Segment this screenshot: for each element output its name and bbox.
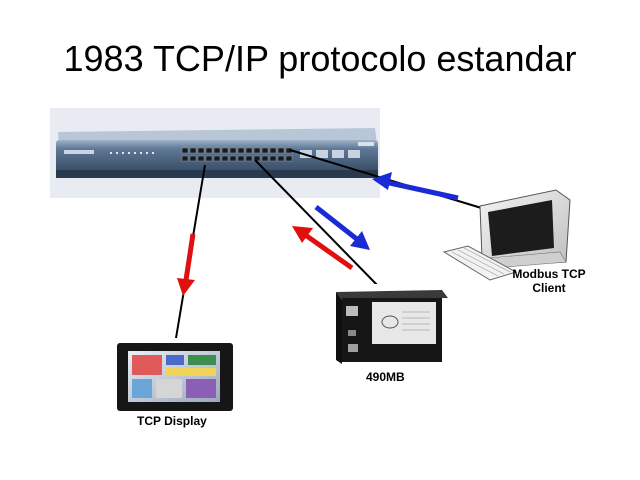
- blue-arrow-client: [372, 172, 459, 201]
- gateway-label: 490MB: [366, 370, 405, 384]
- gateway-box-icon: [330, 284, 452, 372]
- red-arrow-display: [177, 233, 196, 296]
- client-label-line1: Modbus TCP: [512, 267, 586, 281]
- desktop-computer-icon: [442, 189, 571, 281]
- slide-title: 1983 TCP/IP protocolo estandar: [63, 38, 577, 79]
- client-label-line2: Client: [532, 281, 566, 295]
- touch-display-icon: [112, 338, 238, 416]
- red-arrow-gateway: [292, 226, 354, 271]
- blue-arrow-gateway: [314, 205, 370, 250]
- network-switch-icon: [50, 108, 380, 198]
- display-label: TCP Display: [137, 414, 207, 428]
- cable-gateway: [254, 159, 381, 289]
- client-label: Modbus TCP Client: [494, 267, 604, 295]
